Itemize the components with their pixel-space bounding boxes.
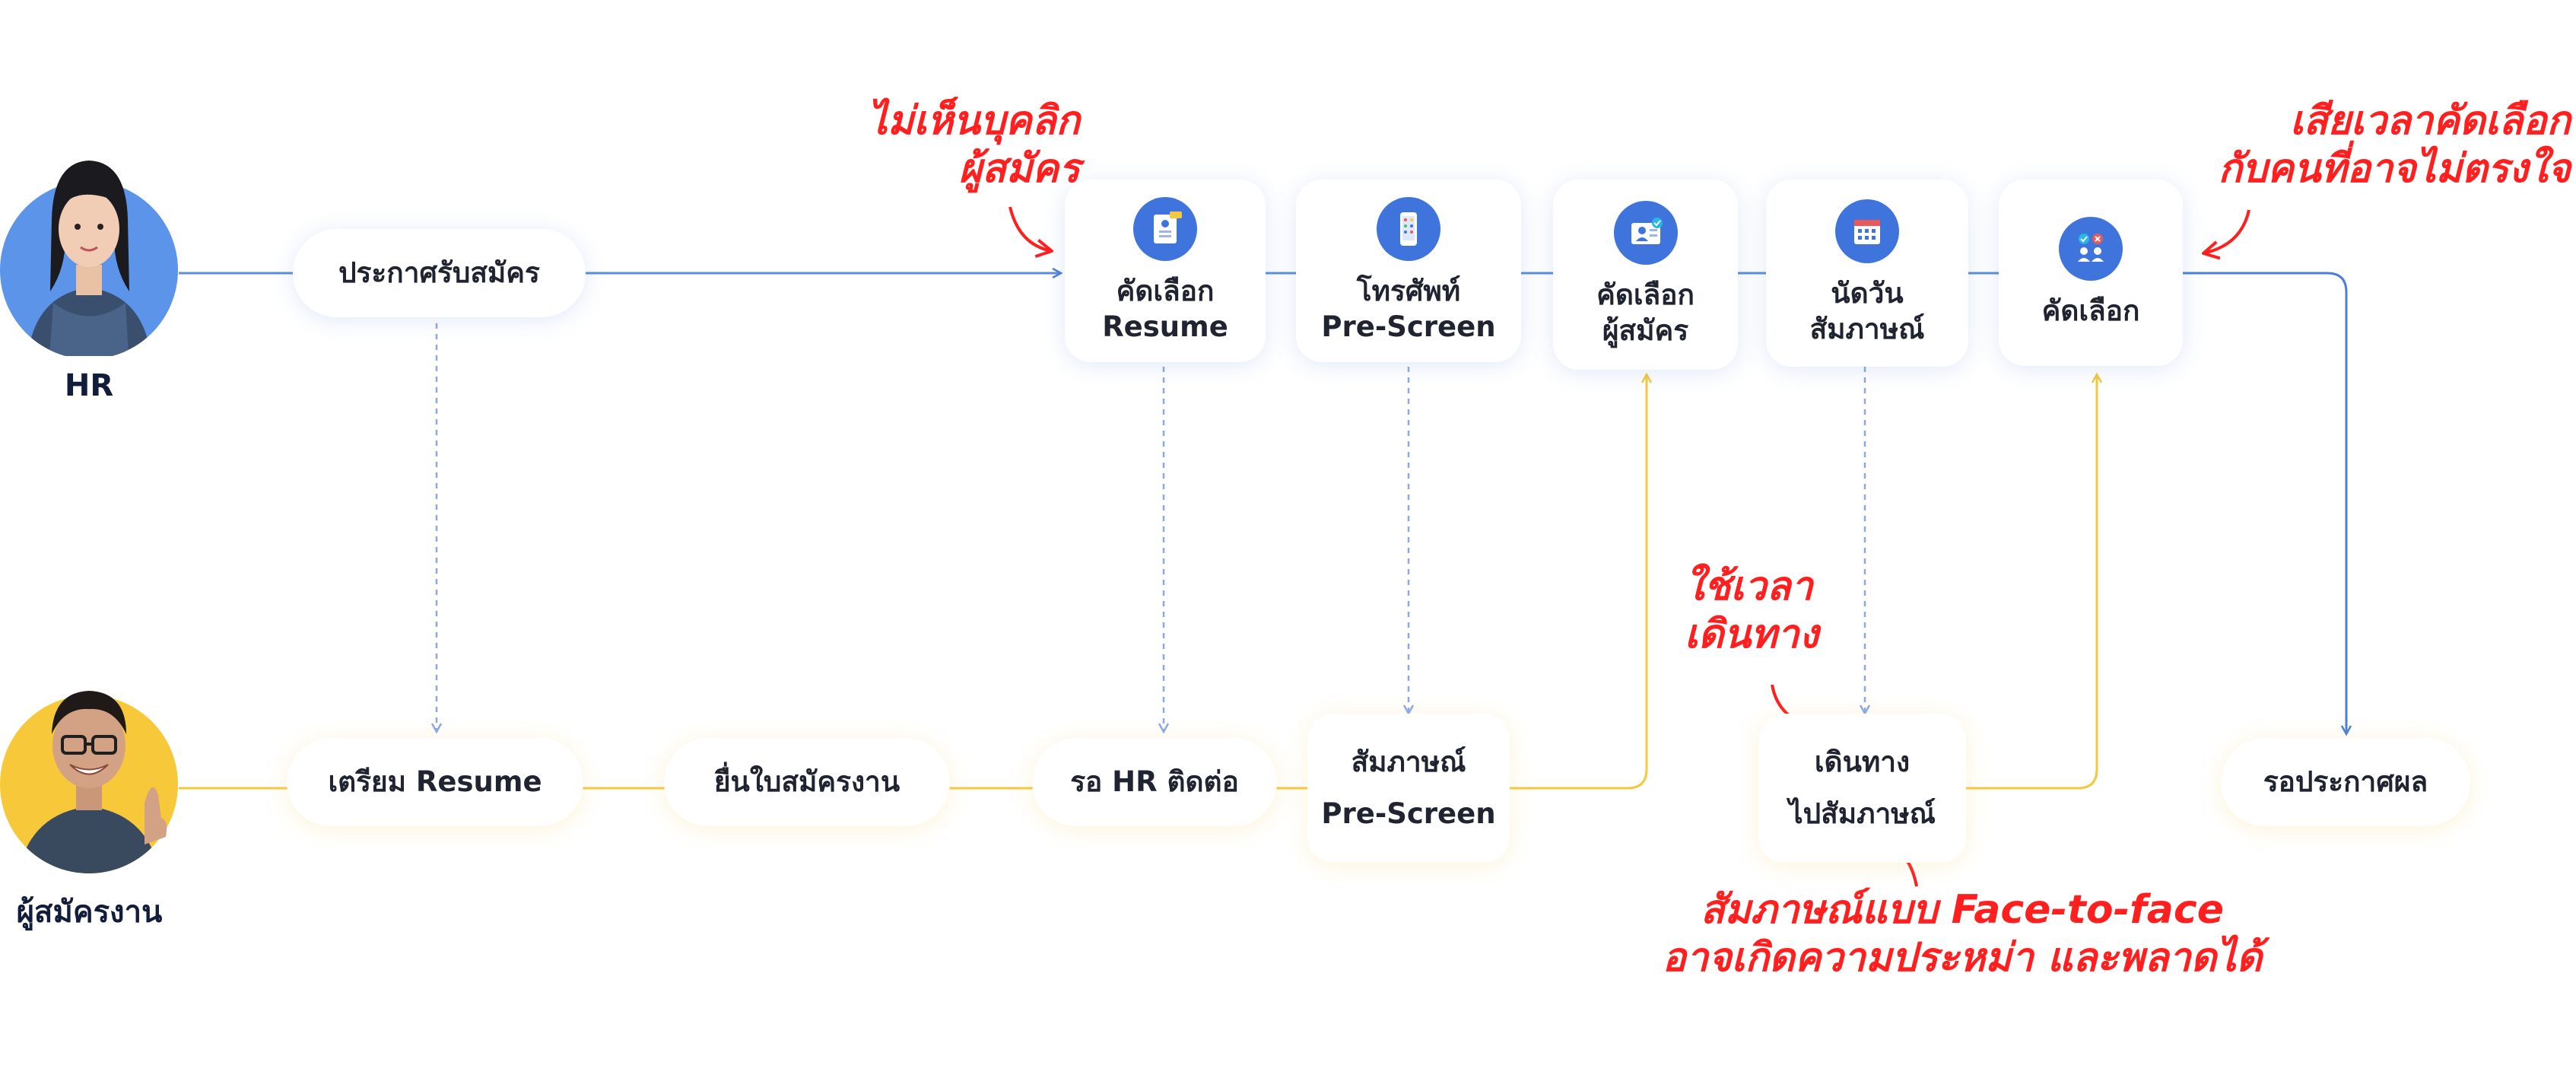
annotation-arrow-unseen: [1008, 206, 1053, 259]
prescreen-interview-line1: สัมภาษณ์: [1351, 745, 1466, 778]
submit-application-label: ยื่นใบสมัครงาน: [713, 765, 900, 799]
hr-avatar: [0, 139, 179, 356]
travel-interview-line2: ไปสัมภาษณ์: [1789, 797, 1936, 830]
announce-job-node: ประกาศรับสมัคร: [293, 229, 586, 317]
prepare-resume-label: เตรียม Resume: [328, 765, 542, 799]
final-select-node: คัดเลือก: [1999, 180, 2183, 366]
travel-interview-line1: เดินทาง: [1814, 745, 1911, 778]
select-candidate-line2: ผู้สมัคร: [1602, 314, 1689, 347]
annotation-face-to-face: สัมภาษณ์แบบ Face-to-face อาจเกิดความประห…: [1612, 886, 2312, 983]
selection-check-icon: [2059, 216, 2123, 281]
annotation-waste-line1: เสียเวลาคัดเลือก: [2290, 98, 2571, 144]
applicant-label: ผู้สมัครงาน: [16, 895, 163, 930]
wait-hr-node: รอ HR ติดต่อ: [1032, 738, 1277, 826]
interview-to-select-candidate: [1510, 374, 1647, 790]
annotation-travel-time-line2: เดินทาง: [1685, 612, 1818, 658]
announce-job-label: ประกาศรับสมัคร: [338, 256, 540, 290]
prescreen-interview-line2: Pre-Screen: [1321, 797, 1496, 830]
smartphone-icon: [1377, 196, 1440, 261]
select-resume-line2: Resume: [1102, 310, 1228, 343]
select-resume-node: คัดเลือก Resume: [1065, 180, 1266, 362]
annotation-waste-line2: กับคนที่อาจไม่ตรงใจ: [2218, 146, 2571, 192]
final-select-line1: คัดเลือก: [2041, 294, 2140, 327]
resume-document-icon: [1133, 196, 1197, 261]
hr-to-result-line: [2183, 272, 2346, 734]
await-result-node: รอประกาศผล: [2221, 738, 2470, 826]
phone-prescreen-line1: โทรศัพท์: [1356, 274, 1461, 307]
travel-to-final-select: [1966, 374, 2097, 790]
annotation-wasted-time: เสียเวลาคัดเลือก กับคนที่อาจไม่ตรงใจ: [2190, 97, 2571, 194]
annotation-arrow-waste: [2202, 209, 2250, 260]
annotation-unseen-line2: ผู้สมัคร: [958, 146, 1080, 192]
phone-prescreen-line2: Pre-Screen: [1321, 310, 1496, 343]
applicant-avatar: [0, 662, 179, 879]
select-candidate-line1: คัดเลือก: [1596, 278, 1695, 311]
prescreen-interview-node: สัมภาษณ์ Pre-Screen: [1307, 714, 1510, 863]
travel-interview-node: เดินทาง ไปสัมภาษณ์: [1758, 714, 1966, 863]
candidate-profile-icon: [1613, 200, 1678, 265]
select-resume-line1: คัดเลือก: [1116, 274, 1215, 307]
phone-prescreen-node: โทรศัพท์ Pre-Screen: [1296, 180, 1521, 362]
annotation-f2f-line1: สัมภาษณ์แบบ Face-to-face: [1701, 887, 2224, 933]
submit-application-node: ยื่นใบสมัครงาน: [664, 738, 950, 826]
annotation-unseen-personality: ไม่เห็นบุคลิก ผู้สมัคร: [837, 97, 1080, 194]
schedule-interview-line2: สัมภาษณ์: [1809, 313, 1925, 345]
schedule-interview-node: นัดวัน สัมภาษณ์: [1766, 180, 1968, 367]
hr-label: HR: [64, 368, 114, 403]
schedule-interview-line1: นัดวัน: [1831, 276, 1904, 310]
select-candidate-node: คัดเลือก ผู้สมัคร: [1553, 180, 1738, 370]
await-result-label: รอประกาศผล: [2263, 765, 2428, 799]
wait-hr-label: รอ HR ติดต่อ: [1070, 765, 1239, 799]
prepare-resume-node: เตรียม Resume: [287, 738, 583, 826]
annotation-f2f-line2: อาจเกิดความประหม่า และพลาดได้: [1662, 935, 2263, 981]
calendar-icon: [1835, 199, 1899, 263]
annotation-travel-time: ใช้เวลา เดินทาง: [1685, 563, 1913, 660]
annotation-travel-time-line1: ใช้เวลา: [1685, 564, 1813, 609]
annotation-unseen-line1: ไม่เห็นบุคลิก: [867, 98, 1080, 144]
